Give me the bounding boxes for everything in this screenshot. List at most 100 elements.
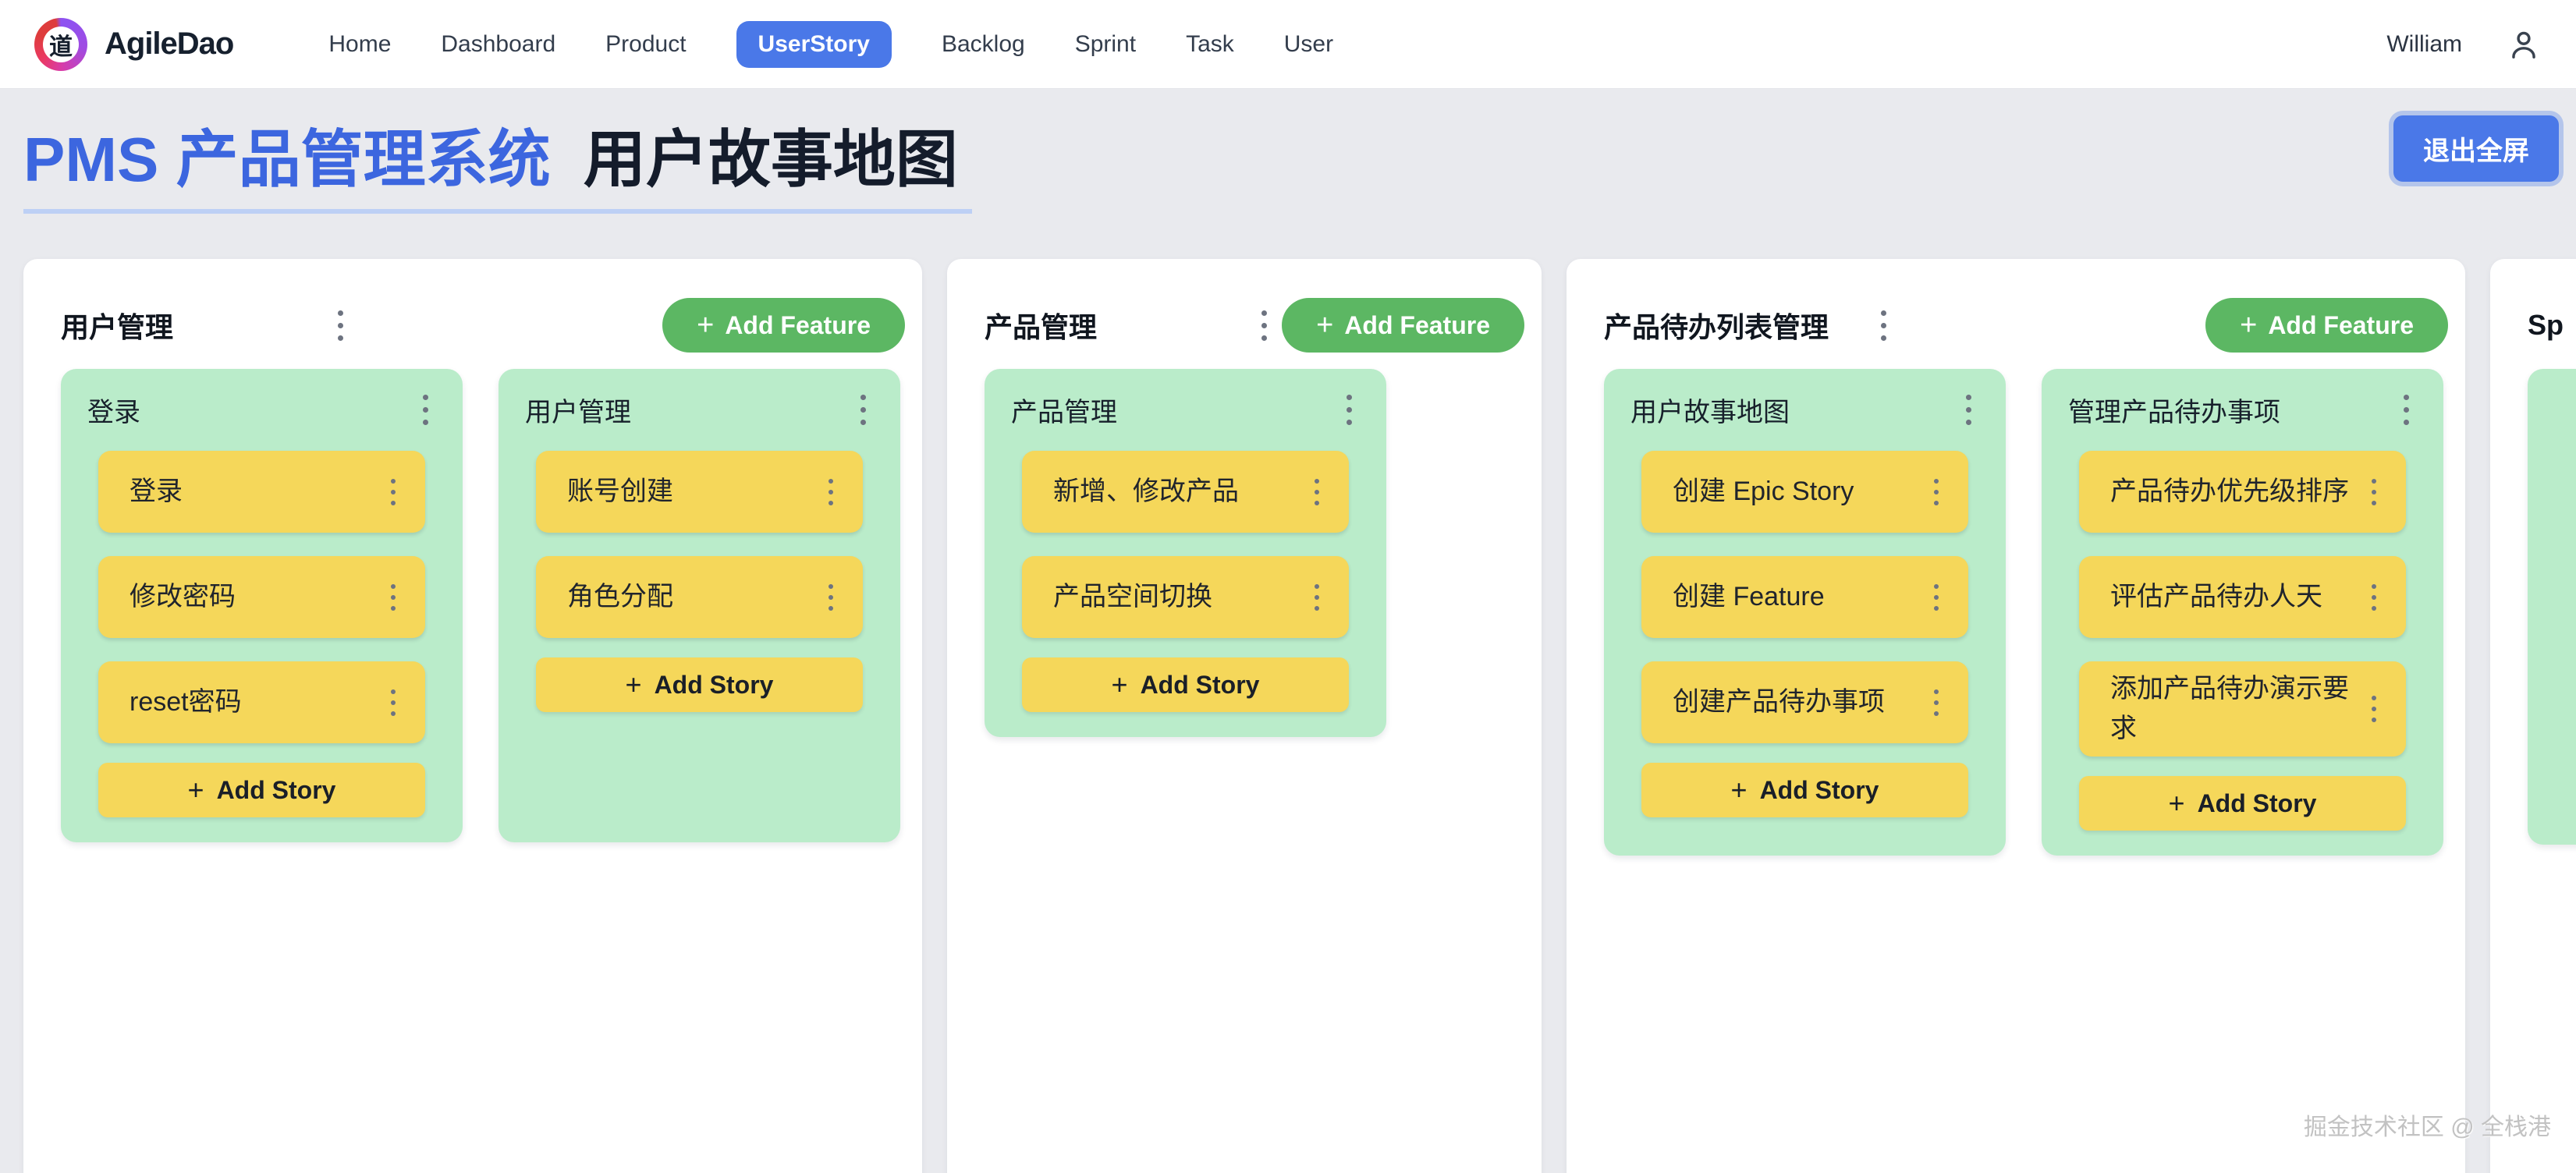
plus-icon: +	[625, 668, 642, 701]
story-title: 修改密码	[130, 582, 236, 612]
feature-title: 用户故事地图	[1630, 397, 1790, 427]
epic-menu-icon[interactable]	[1254, 306, 1275, 346]
story-menu-icon[interactable]	[2364, 474, 2384, 510]
epic-title: Sp	[2528, 309, 2564, 342]
feature-title: 产品管理	[1011, 397, 1117, 427]
story-title: 账号创建	[567, 477, 673, 507]
story-card-账号创建[interactable]: 账号创建	[536, 451, 863, 533]
story-menu-icon[interactable]	[821, 579, 841, 615]
feature-title: 用户管理	[525, 397, 631, 427]
add-story-button-label: Add Story	[1140, 670, 1260, 699]
feature-title: 登录	[87, 397, 140, 427]
plus-icon: +	[1316, 309, 1334, 342]
nav-item-dashboard[interactable]: Dashboard	[441, 30, 556, 57]
story-card-创建-epic-story[interactable]: 创建 Epic Story	[1641, 451, 1968, 533]
feature-row: 用户故事地图创建 Epic Story 创建 Feature 创建产品待办事项 +Ad…	[1604, 369, 2448, 856]
feature-menu-icon[interactable]	[415, 390, 436, 430]
story-title: 产品待办优先级排序	[2110, 477, 2349, 507]
nav-item-user[interactable]: User	[1283, 30, 1334, 57]
feature-row	[2528, 369, 2576, 845]
feature-menu-icon[interactable]	[853, 390, 874, 430]
epic-menu-icon[interactable]	[1873, 306, 1894, 346]
story-card-评估产品待办人天[interactable]: 评估产品待办人天	[2079, 556, 2406, 639]
add-feature-button-label: Add Feature	[1344, 310, 1490, 339]
epic-header: 产品待办列表管理 +Add Feature	[1604, 298, 2448, 353]
story-list: 产品待办优先级排序评估产品待办人天添加产品待办演示要求	[2079, 451, 2406, 757]
epic-title: 产品待办列表管理	[1604, 311, 1829, 344]
story-card-角色分配[interactable]: 角色分配	[536, 556, 863, 639]
add-story-button[interactable]: +Add Story	[2079, 776, 2406, 831]
story-menu-icon[interactable]	[1926, 579, 1946, 615]
nav-item-home[interactable]: Home	[328, 30, 392, 57]
story-card-新增-修改产品[interactable]: 新增、修改产品	[1022, 451, 1349, 533]
nav-item-sprint[interactable]: Sprint	[1074, 30, 1137, 57]
story-menu-icon[interactable]	[1926, 685, 1946, 721]
story-menu-icon[interactable]	[1307, 579, 1327, 615]
app-logo-glyph: 道	[43, 26, 79, 62]
feature-header: 产品管理	[1011, 389, 1360, 430]
plus-icon: +	[2240, 309, 2258, 342]
feature-card-用户管理[interactable]: 用户管理账号创建角色分配 +Add Story	[499, 369, 900, 843]
story-title: 添加产品待办演示要求	[2110, 674, 2349, 744]
story-list: 新增、修改产品产品空间切换	[1022, 451, 1349, 639]
story-card-登录[interactable]: 登录	[98, 451, 425, 533]
exit-fullscreen-button[interactable]: 退出全屏	[2393, 115, 2559, 182]
feature-header	[2554, 389, 2576, 430]
plus-icon: +	[1730, 774, 1747, 806]
nav-item-userstory[interactable]: UserStory	[736, 20, 892, 68]
story-card-产品待办优先级排序[interactable]: 产品待办优先级排序	[2079, 451, 2406, 533]
page-header: PMS 产品管理系统 用户故事地图 退出全屏	[0, 89, 2576, 214]
nav-item-backlog[interactable]: Backlog	[941, 30, 1025, 57]
nav-user-area: William	[2386, 27, 2542, 62]
story-menu-icon[interactable]	[821, 474, 841, 510]
feature-card-产品管理[interactable]: 产品管理新增、修改产品产品空间切换 +Add Story	[985, 369, 1386, 738]
feature-card-clipped[interactable]	[2528, 369, 2576, 845]
add-story-button[interactable]: +Add Story	[1641, 763, 1968, 818]
epic-header: 产品管理 + Add Feature	[985, 298, 1524, 353]
feature-card-管理产品待办事项[interactable]: 管理产品待办事项产品待办优先级排序评估产品待办人天添加产品待办演示要求 +Add …	[2042, 369, 2443, 856]
story-card-添加产品待办演示要求[interactable]: 添加产品待办演示要求	[2079, 661, 2406, 757]
epic-title: 产品管理	[985, 311, 1098, 344]
add-story-button[interactable]: +Add Story	[98, 763, 425, 818]
story-title: 登录	[130, 477, 183, 507]
add-story-button[interactable]: +Add Story	[536, 657, 863, 713]
add-story-button-label: Add Story	[216, 775, 336, 804]
story-card-创建-feature[interactable]: 创建 Feature	[1641, 556, 1968, 639]
nav-menu: Home Dashboard Product UserStory Backlog Spri…	[328, 20, 1334, 68]
feature-card-用户故事地图[interactable]: 用户故事地图创建 Epic Story 创建 Feature 创建产品待办事项 +Ad…	[1604, 369, 2006, 856]
nav-item-product[interactable]: Product	[605, 30, 687, 57]
story-menu-icon[interactable]	[1307, 474, 1327, 510]
story-menu-icon[interactable]	[2364, 579, 2384, 615]
user-name[interactable]: William	[2386, 30, 2462, 57]
add-story-button[interactable]: +Add Story	[1022, 657, 1349, 713]
story-menu-icon[interactable]	[383, 474, 403, 510]
story-menu-icon[interactable]	[1926, 474, 1946, 510]
feature-menu-icon[interactable]	[2396, 390, 2417, 430]
feature-title: 管理产品待办事项	[2068, 397, 2280, 427]
add-feature-button-label: Add Feature	[725, 310, 871, 339]
story-card-reset密码[interactable]: reset密码	[98, 661, 425, 744]
page-title-system: PMS 产品管理系统	[23, 125, 551, 194]
epic-column-产品管理: 产品管理 + Add Feature 产品管理新增、修改产品产品空间切换 +Add St…	[947, 259, 1542, 1173]
story-card-创建产品待办事项[interactable]: 创建产品待办事项	[1641, 661, 1968, 744]
story-title: 评估产品待办人天	[2110, 582, 2322, 612]
epic-menu-icon[interactable]	[330, 306, 351, 346]
feature-menu-icon[interactable]	[1958, 390, 1979, 430]
user-profile-icon[interactable]	[2506, 27, 2542, 62]
add-feature-button[interactable]: + Add Feature	[1282, 298, 1524, 353]
story-menu-icon[interactable]	[383, 685, 403, 721]
feature-menu-icon[interactable]	[1339, 390, 1360, 430]
epic-header: 用户管理+Add Feature	[61, 298, 905, 353]
epic-header: Sp	[2528, 298, 2576, 353]
add-feature-button[interactable]: +Add Feature	[2205, 298, 2448, 353]
story-title: 创建产品待办事项	[1673, 687, 1885, 718]
story-list: 登录修改密码 reset密码	[98, 451, 425, 744]
nav-item-task[interactable]: Task	[1186, 30, 1234, 57]
story-title: 创建 Epic Story	[1673, 477, 1854, 507]
story-menu-icon[interactable]	[2364, 691, 2384, 727]
story-menu-icon[interactable]	[383, 579, 403, 615]
story-card-产品空间切换[interactable]: 产品空间切换	[1022, 556, 1349, 639]
add-feature-button[interactable]: +Add Feature	[662, 298, 905, 353]
story-card-修改密码[interactable]: 修改密码	[98, 556, 425, 639]
